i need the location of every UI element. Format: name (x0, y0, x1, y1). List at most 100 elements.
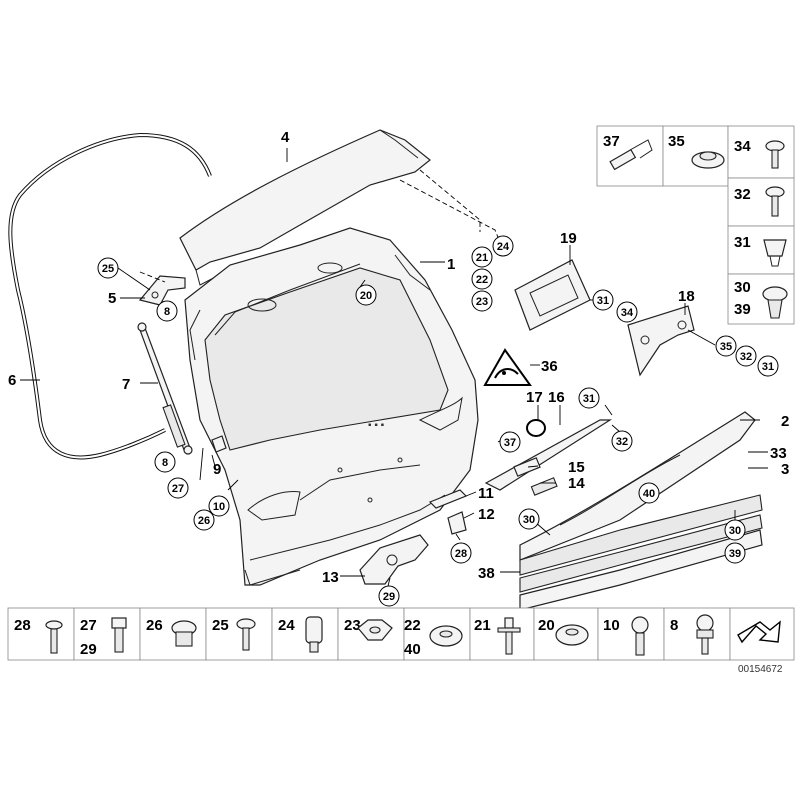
legend-cell-26 (139, 607, 207, 661)
legend-label-8: 8 (670, 617, 678, 634)
svg-text:24: 24 (497, 241, 510, 253)
callout-15: 15 (568, 459, 585, 476)
screw-icon-27 (111, 617, 127, 653)
circled-27: 27 (167, 477, 189, 499)
nut-icon-23 (357, 619, 393, 641)
callout-7: 7 (122, 376, 130, 393)
callout-38: 38 (478, 565, 495, 582)
svg-text:32: 32 (616, 436, 628, 448)
grommet-icon-26 (171, 620, 197, 647)
circled-29: 29 (378, 585, 400, 607)
ball-stud-icon-8 (696, 614, 714, 655)
callout-13: 13 (322, 569, 339, 586)
svg-text:27: 27 (172, 483, 184, 495)
circled-30-left: 30 (518, 508, 540, 530)
circled-31-upper: 31 (592, 289, 614, 311)
circled-25: 25 (97, 257, 119, 279)
tailgate-body: ▪ ▪ ▪ (184, 227, 479, 586)
callout-18: 18 (678, 288, 695, 305)
legend-label-37: 37 (603, 133, 620, 150)
legend-cell-21 (469, 607, 535, 661)
trim-bracket (627, 305, 695, 377)
svg-text:35: 35 (720, 341, 732, 353)
callout-17: 17 (526, 389, 543, 406)
legend-label-24: 24 (278, 617, 295, 634)
svg-text:8: 8 (164, 306, 170, 318)
grommet-icon-20 (555, 624, 589, 646)
svg-text:29: 29 (383, 591, 395, 603)
screw-icon-25 (236, 618, 256, 651)
callout-16: 16 (548, 389, 565, 406)
circled-21: 21 (471, 246, 493, 268)
legend-label-34: 34 (734, 138, 751, 155)
callout-14: 14 (568, 475, 585, 492)
legend-cell-25 (205, 607, 273, 661)
svg-text:28: 28 (455, 548, 467, 560)
legend-label-27: 27 (80, 617, 97, 634)
callout-6: 6 (8, 372, 16, 389)
callout-36: 36 (541, 358, 558, 375)
circled-40: 40 (638, 482, 660, 504)
svg-text:26: 26 (198, 515, 210, 527)
svg-text:40: 40 (643, 488, 655, 500)
legend-label-32: 32 (734, 186, 751, 203)
circled-31-middle: 31 (578, 387, 600, 409)
svg-text:30: 30 (729, 525, 741, 537)
license-plate-bracket (514, 259, 591, 331)
clip-nut-icon (763, 239, 787, 267)
callout-1: 1 (447, 256, 455, 273)
circled-30-right: 30 (724, 519, 746, 541)
svg-text:10: 10 (213, 501, 225, 513)
callout-3: 3 (781, 461, 789, 478)
clip-icon (609, 139, 653, 171)
circled-37: 37 (499, 431, 521, 453)
circled-8-lower: 8 (154, 451, 176, 473)
bolt-icon-10 (631, 616, 649, 656)
legend-cell-32 (727, 177, 795, 227)
arrow-icon (737, 620, 781, 644)
tailgate-seal (8, 132, 212, 460)
grommet (526, 419, 546, 437)
trim-strips (519, 411, 763, 611)
circled-28: 28 (450, 542, 472, 564)
screw-icon-2 (765, 186, 785, 217)
legend-cell-28 (7, 607, 75, 661)
svg-text:25: 25 (102, 263, 114, 275)
legend-label-30: 30 (734, 279, 751, 296)
callout-2: 2 (781, 413, 789, 430)
svg-text:30: 30 (523, 514, 535, 526)
circled-8-upper: 8 (156, 300, 178, 322)
svg-text:31: 31 (583, 393, 595, 405)
legend-label-25: 25 (212, 617, 229, 634)
callout-12: 12 (478, 506, 495, 523)
svg-text:34: 34 (621, 307, 634, 319)
gas-strut (137, 322, 193, 455)
svg-text:37: 37 (504, 437, 516, 449)
callouts: 4 1 6 5 7 9 13 11 12 15 14 16 17 19 18 3… (8, 129, 789, 586)
svg-text:31: 31 (762, 361, 774, 373)
washer-icon-22 (429, 625, 463, 647)
legend-label-40: 40 (404, 641, 421, 658)
svg-text:32: 32 (740, 351, 752, 363)
circled-10: 10 (208, 495, 230, 517)
callout-33: 33 (770, 445, 787, 462)
svg-text:22: 22 (476, 274, 488, 286)
stud-icon-21 (497, 617, 521, 655)
circled-26: 26 (193, 509, 215, 531)
legend-label-29: 29 (80, 641, 97, 658)
legend-cell-24 (271, 607, 339, 661)
legend-bottom: 28 27 29 26 25 24 23 22 40 21 20 10 8 (7, 607, 795, 675)
legend-cell-10 (597, 607, 665, 661)
circled-23: 23 (471, 290, 493, 312)
circled-22: 22 (471, 268, 493, 290)
circled-20: 20 (355, 284, 377, 306)
circled-32-middle: 32 (611, 430, 633, 452)
handle-parts (359, 489, 468, 585)
callout-19: 19 (560, 230, 577, 247)
svg-text:31: 31 (597, 295, 609, 307)
screw-icon (765, 140, 785, 169)
circled-35: 35 (715, 335, 737, 357)
nut-icon-24 (305, 616, 323, 653)
legend-label-22: 22 (404, 617, 421, 634)
